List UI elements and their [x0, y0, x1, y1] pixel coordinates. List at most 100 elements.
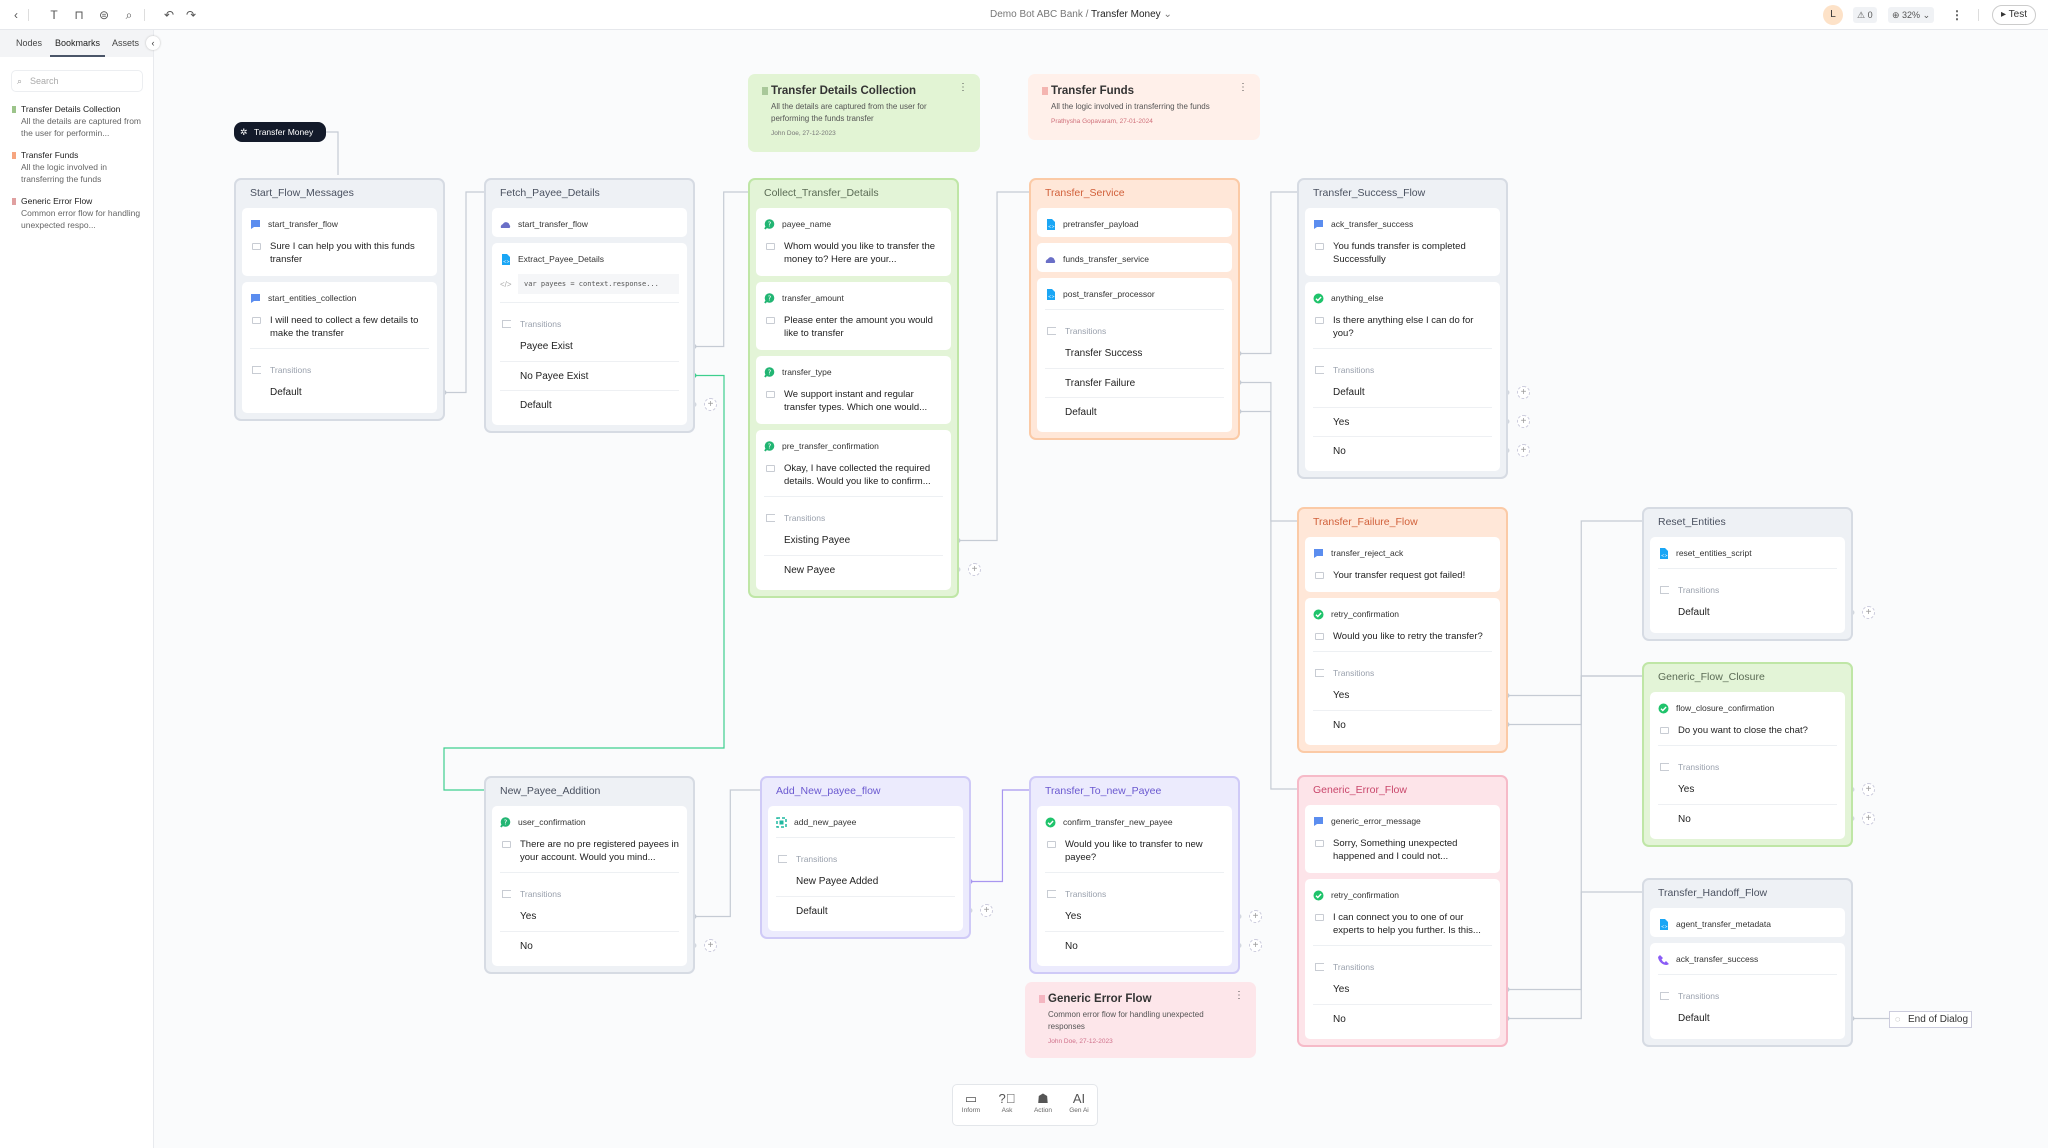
connection-line[interactable]: [326, 131, 339, 175]
connection-line[interactable]: [1239, 191, 1297, 355]
bookmark-icon[interactable]: ⊓: [74, 8, 84, 22]
step-row[interactable]: ack_transfer_success: [1313, 217, 1492, 231]
step-card[interactable]: start_transfer_flow: [492, 208, 687, 237]
start-node[interactable]: ✲Transfer Money: [234, 122, 326, 142]
transition-row[interactable]: No: [1313, 436, 1492, 465]
transition-row[interactable]: Yes: [1065, 911, 1082, 922]
transition-row[interactable]: Yes: [1333, 690, 1350, 701]
step-row[interactable]: transfer_reject_ack: [1313, 546, 1492, 560]
add-transition-button[interactable]: +: [980, 903, 993, 917]
tab-nodes[interactable]: Nodes: [16, 38, 43, 48]
transition-row[interactable]: Transfer Success: [1065, 348, 1143, 359]
end-of-dialog-node[interactable]: ◌End of Dialog: [1889, 1011, 1972, 1028]
connection-line[interactable]: [1507, 675, 1642, 991]
toolbar-inform-button[interactable]: ▭Inform: [954, 1090, 988, 1125]
transition-row[interactable]: No: [1313, 1004, 1492, 1033]
transition-row[interactable]: No: [500, 931, 679, 960]
transition-row[interactable]: Yes: [520, 911, 537, 922]
transition-row[interactable]: No: [1045, 931, 1224, 960]
step-row[interactable]: <>post_transfer_processor: [1045, 287, 1224, 301]
step-card[interactable]: <>pretransfer_payload: [1037, 208, 1232, 237]
transition-row[interactable]: Default: [270, 387, 302, 398]
transition-row[interactable]: Default: [1333, 387, 1365, 398]
step-row[interactable]: ?transfer_type: [764, 365, 943, 379]
toolbar-action-button[interactable]: ☗Action: [1026, 1090, 1060, 1125]
step-card[interactable]: <>Extract_Payee_Details</>var payees = c…: [492, 243, 687, 425]
step-row[interactable]: confirm_transfer_new_payee: [1045, 815, 1224, 829]
breadcrumb-parent[interactable]: Demo Bot ABC Bank: [990, 9, 1083, 20]
flow-node[interactable]: Transfer_Handoff_Flow<>agent_transfer_me…: [1642, 878, 1853, 1047]
add-transition-button[interactable]: +: [1517, 443, 1530, 457]
step-row[interactable]: add_new_payee: [776, 815, 955, 829]
collapse-sidebar-icon[interactable]: ‹: [146, 36, 160, 50]
step-row[interactable]: ack_transfer_success: [1658, 952, 1837, 966]
more-icon[interactable]: ⋮: [1238, 82, 1248, 93]
transition-row[interactable]: No: [1658, 804, 1837, 833]
transition-row[interactable]: New Payee: [764, 555, 943, 584]
transition-row[interactable]: New Payee Added: [796, 876, 879, 887]
step-card[interactable]: <>agent_transfer_metadata: [1650, 908, 1845, 937]
connection-line[interactable]: [444, 191, 484, 394]
step-row[interactable]: ?payee_name: [764, 217, 943, 231]
connection-line[interactable]: [1507, 520, 1642, 697]
transition-row[interactable]: Yes: [1333, 984, 1350, 995]
transition-row[interactable]: Yes: [1313, 407, 1492, 436]
add-transition-button[interactable]: +: [1862, 782, 1875, 796]
transition-row[interactable]: Payee Exist: [520, 341, 573, 352]
add-transition-button[interactable]: +: [968, 562, 981, 576]
transition-row[interactable]: Default: [1678, 607, 1710, 618]
undo-icon[interactable]: ↶: [163, 8, 175, 22]
step-row[interactable]: <>agent_transfer_metadata: [1658, 917, 1837, 931]
search-icon[interactable]: ⌕: [125, 8, 133, 22]
transition-row[interactable]: No Payee Exist: [500, 361, 679, 390]
more-icon[interactable]: ⋮: [1951, 8, 1963, 22]
tab-assets[interactable]: Assets: [112, 38, 140, 48]
connection-line[interactable]: [443, 374, 725, 791]
avatar[interactable]: L: [1823, 5, 1843, 25]
connection-line[interactable]: [1852, 1017, 1890, 1020]
connection-line[interactable]: [1507, 891, 1642, 1020]
add-transition-button[interactable]: +: [1517, 385, 1530, 399]
add-transition-button[interactable]: +: [704, 397, 717, 411]
connection-line[interactable]: [1507, 675, 1642, 726]
step-row[interactable]: <>Extract_Payee_Details: [500, 252, 679, 266]
text-icon[interactable]: T: [50, 8, 58, 22]
tab-bookmarks[interactable]: Bookmarks: [50, 30, 106, 57]
comment-icon[interactable]: ⊜: [98, 8, 110, 22]
toolbar-ask-button[interactable]: ?⃝Ask: [990, 1090, 1024, 1125]
transition-row[interactable]: Transfer Failure: [1045, 368, 1224, 397]
search-input[interactable]: ⌕Search: [11, 70, 143, 92]
add-transition-button[interactable]: +: [1249, 938, 1262, 952]
connection-line[interactable]: [970, 789, 1029, 883]
add-transition-button[interactable]: +: [704, 938, 717, 952]
connection-line[interactable]: [694, 191, 748, 348]
step-row[interactable]: start_entities_collection: [250, 291, 429, 305]
